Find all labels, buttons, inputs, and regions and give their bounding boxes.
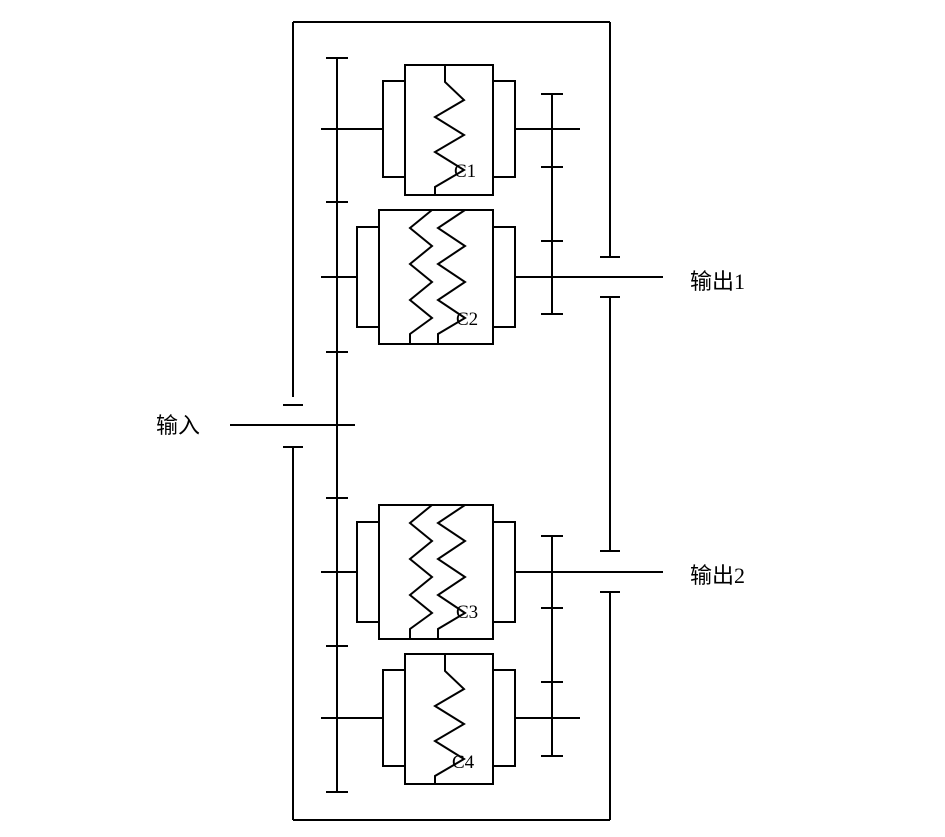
clutch-c3: C3 xyxy=(356,504,663,640)
output-bearings xyxy=(600,256,620,593)
output-bus-lower xyxy=(541,535,563,757)
clutch-label-c2: C2 xyxy=(456,309,478,330)
clutch-label-c1: C1 xyxy=(454,161,476,182)
input-shaft xyxy=(230,404,355,448)
clutch-c4: C4 xyxy=(382,653,580,785)
clutch-c1: C1 xyxy=(382,64,580,196)
output1-label: 输出1 xyxy=(690,269,745,294)
input-bus xyxy=(321,57,383,793)
housing-frame xyxy=(292,21,611,821)
clutch-label-c4: C4 xyxy=(452,752,475,773)
clutch-label-c3: C3 xyxy=(456,602,478,623)
output2-label: 输出2 xyxy=(690,563,745,588)
input-label: 输入 xyxy=(156,413,200,438)
output-bus-upper xyxy=(541,93,563,315)
clutch-c2: C2 xyxy=(356,209,663,345)
